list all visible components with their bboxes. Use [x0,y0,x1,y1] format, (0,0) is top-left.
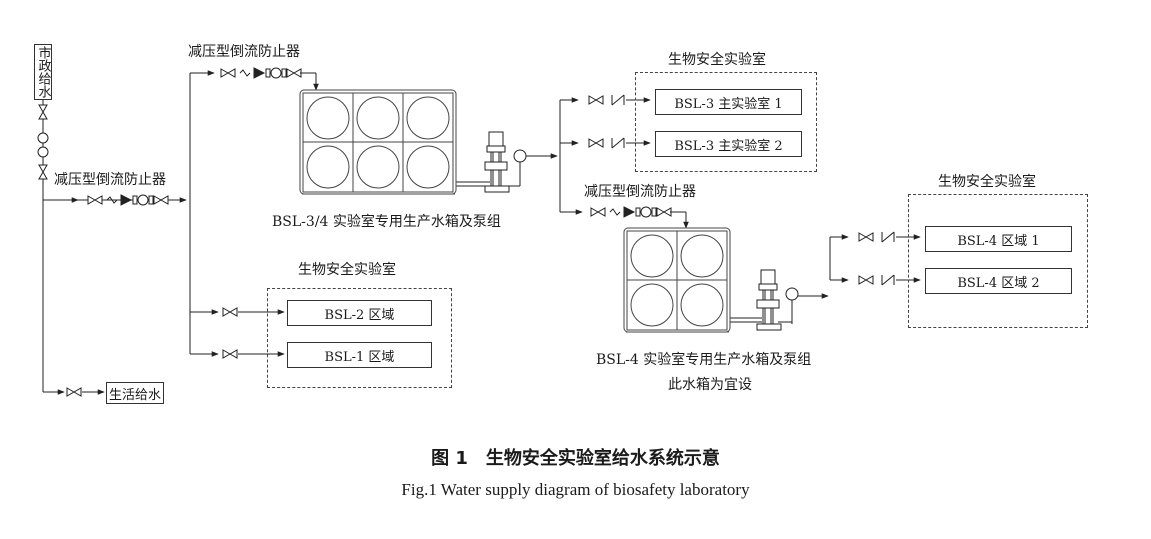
bsl3-room-1: BSL-3 主实验室 1 [655,89,802,115]
bsl1-zone: BSL-1 区域 [287,342,432,368]
bsl2-zone: BSL-2 区域 [287,300,432,326]
bsl12-group [267,288,452,388]
tank2-note: 此水箱为宜设 [668,377,752,393]
rpz-label-top: 减压型倒流防止器 [188,44,300,60]
bsl3-group [635,72,817,172]
domestic-supply-label: 生活给水 [106,382,164,404]
pump-bsl34 [484,131,527,193]
tank1-caption: BSL-3/4 实验室专用生产水箱及泵组 [272,214,501,230]
bsl3-room-2: BSL-3 主实验室 2 [655,131,802,157]
rpz-label-mid: 减压型倒流防止器 [584,184,696,200]
bsl4-zone-1: BSL-4 区域 1 [925,226,1072,252]
municipal-supply-label: 市政给水 [34,44,52,100]
bsl12-group-title: 生物安全实验室 [298,262,396,278]
rpz-label-left: 减压型倒流防止器 [54,172,166,188]
figure-caption-en: Fig.1 Water supply diagram of biosafety … [401,480,750,499]
bsl4-group-title: 生物安全实验室 [938,174,1036,190]
pump-bsl4 [756,269,799,331]
figure-caption-cn: 图 1 生物安全实验室给水系统示意 [431,448,720,469]
tank2-caption: BSL-4 实验室专用生产水箱及泵组 [596,352,812,368]
bsl3-group-title: 生物安全实验室 [668,52,766,68]
bsl4-zone-2: BSL-4 区域 2 [925,268,1072,294]
tank-bsl34 [299,89,457,195]
tank-bsl4 [623,227,731,333]
bsl4-group [908,194,1088,328]
